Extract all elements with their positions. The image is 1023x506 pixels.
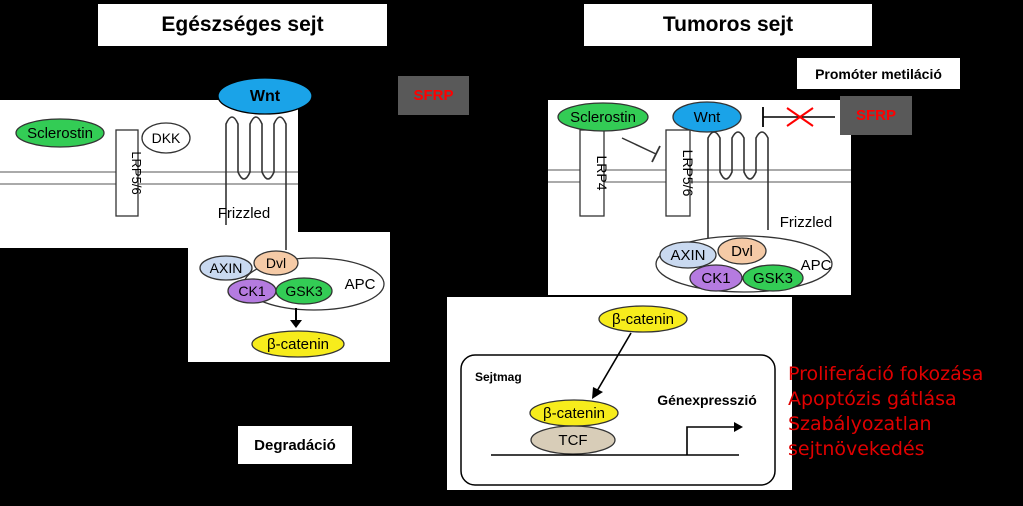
healthy-complex-svg: APC AXIN Dvl CK1 GSK3 β-catenin — [199, 232, 385, 358]
tumor-beta-catenin-top-label: β-catenin — [612, 311, 674, 328]
tumor-lrp-label: LRP5/6 — [680, 150, 696, 197]
healthy-sclerostin-label: Sclerostin — [27, 125, 93, 142]
outcome-apoptosis: Apoptózis gátlása — [788, 388, 957, 410]
tumor-sclerostin — [557, 102, 649, 132]
tumor-nucleus-panel: β-catenin Sejtmag β-catenin TCF Génexpre… — [447, 297, 792, 490]
healthy-lrp-label: LRP5/6 — [129, 151, 144, 194]
tumor-axin-label: AXIN — [670, 247, 705, 264]
tumor-beta-catenin-cytoplasm — [598, 305, 688, 333]
outcome-list: Proliferáció fokozása Apoptózis gátlása … — [788, 362, 983, 462]
healthy-dvl-label: Dvl — [266, 255, 286, 271]
healthy-frizzled-label: Frizzled — [218, 205, 271, 222]
gene-expression-label: Génexpresszió — [657, 392, 757, 408]
degradation-label: Degradáció — [238, 426, 352, 464]
tumor-dvl-label: Dvl — [731, 243, 753, 260]
healthy-frizzled-receptor — [225, 116, 287, 248]
sfrp-block-cross-b — [786, 107, 814, 127]
healthy-sfrp-box: SFRP — [398, 76, 469, 115]
tumor-apc-label: APC — [801, 257, 832, 274]
healthy-sclerostin — [15, 118, 105, 148]
tumor-sfrp-blocked-svg — [762, 107, 835, 127]
healthy-lrp-receptor — [115, 129, 139, 217]
tumor-nucleus-svg: β-catenin Sejtmag β-catenin TCF Génexpre… — [460, 305, 776, 486]
tumor-sclerostin-label: Sclerostin — [570, 109, 636, 126]
healthy-dkk — [141, 122, 191, 154]
healthy-apc-label: APC — [345, 276, 376, 293]
healthy-gsk3 — [275, 277, 333, 305]
translocation-arrowhead — [592, 387, 603, 399]
healthy-wnt-svg: Wnt — [217, 77, 313, 115]
transcription-arrow — [686, 426, 735, 455]
tumor-frizzled-receptor — [707, 131, 769, 240]
tumor-gsk3-label: GSK3 — [753, 270, 793, 287]
tumor-ck1 — [689, 264, 743, 292]
tumor-dvl — [717, 237, 767, 265]
healthy-wnt — [217, 77, 313, 115]
healthy-wnt-label: Wnt — [250, 88, 281, 105]
tumor-title: Tumoros sejt — [584, 4, 872, 46]
healthy-ck1-label: CK1 — [238, 283, 265, 299]
healthy-axin — [199, 255, 253, 281]
tumor-lrp4-label: LRP4 — [594, 155, 610, 190]
tumor-gsk3 — [742, 264, 804, 292]
tumor-frizzled-label: Frizzled — [780, 214, 833, 231]
outcome-growth: sejtnövekedés — [788, 438, 925, 460]
healthy-dvl — [253, 250, 299, 276]
tumor-tcf-label: TCF — [558, 432, 587, 449]
healthy-degradation-arrowhead — [290, 320, 302, 328]
tumor-inhibition-bar — [651, 145, 661, 163]
tumor-wnt — [672, 101, 742, 133]
healthy-dkk-label: DKK — [152, 130, 181, 146]
healthy-complex-panel: APC AXIN Dvl CK1 GSK3 β-catenin — [188, 232, 390, 362]
tumor-beta-catenin-nuc-label: β-catenin — [543, 405, 605, 422]
tumor-tcf — [530, 425, 616, 455]
healthy-beta-catenin — [251, 330, 345, 358]
outcome-unregulated: Szabályozatlan — [788, 413, 932, 435]
tumor-nucleus-label: Sejtmag — [475, 370, 522, 384]
healthy-title: Egészséges sejt — [98, 4, 387, 46]
tumor-inhibition-line — [621, 137, 657, 155]
healthy-membrane-svg: Sclerostin LRP5/6 DKK Frizzled — [0, 116, 298, 248]
translocation-arrow — [596, 332, 632, 392]
tumor-membrane-panel: LRP4 LRP5/6 Sclerostin Wnt Frizzled APC … — [548, 100, 851, 295]
tumor-membrane-svg: LRP4 LRP5/6 Sclerostin Wnt Frizzled APC … — [548, 101, 851, 293]
tumor-ck1-label: CK1 — [701, 270, 730, 287]
healthy-gsk3-label: GSK3 — [285, 283, 323, 299]
healthy-axin-label: AXIN — [210, 260, 243, 276]
tumor-lrp4-receptor — [579, 129, 605, 217]
tumor-lrp-receptor — [665, 129, 691, 217]
healthy-beta-catenin-label: β-catenin — [267, 336, 329, 353]
transcription-arrowhead — [734, 422, 743, 432]
tumor-wnt-label: Wnt — [694, 109, 722, 126]
promoter-methylation-label: Promóter metiláció — [797, 58, 960, 89]
tumor-axin — [659, 241, 717, 269]
tumor-sfrp-box: SFRP — [840, 96, 912, 135]
outcome-proliferation: Proliferáció fokozása — [788, 363, 984, 385]
healthy-membrane-panel: Sclerostin LRP5/6 DKK Frizzled — [0, 100, 298, 248]
